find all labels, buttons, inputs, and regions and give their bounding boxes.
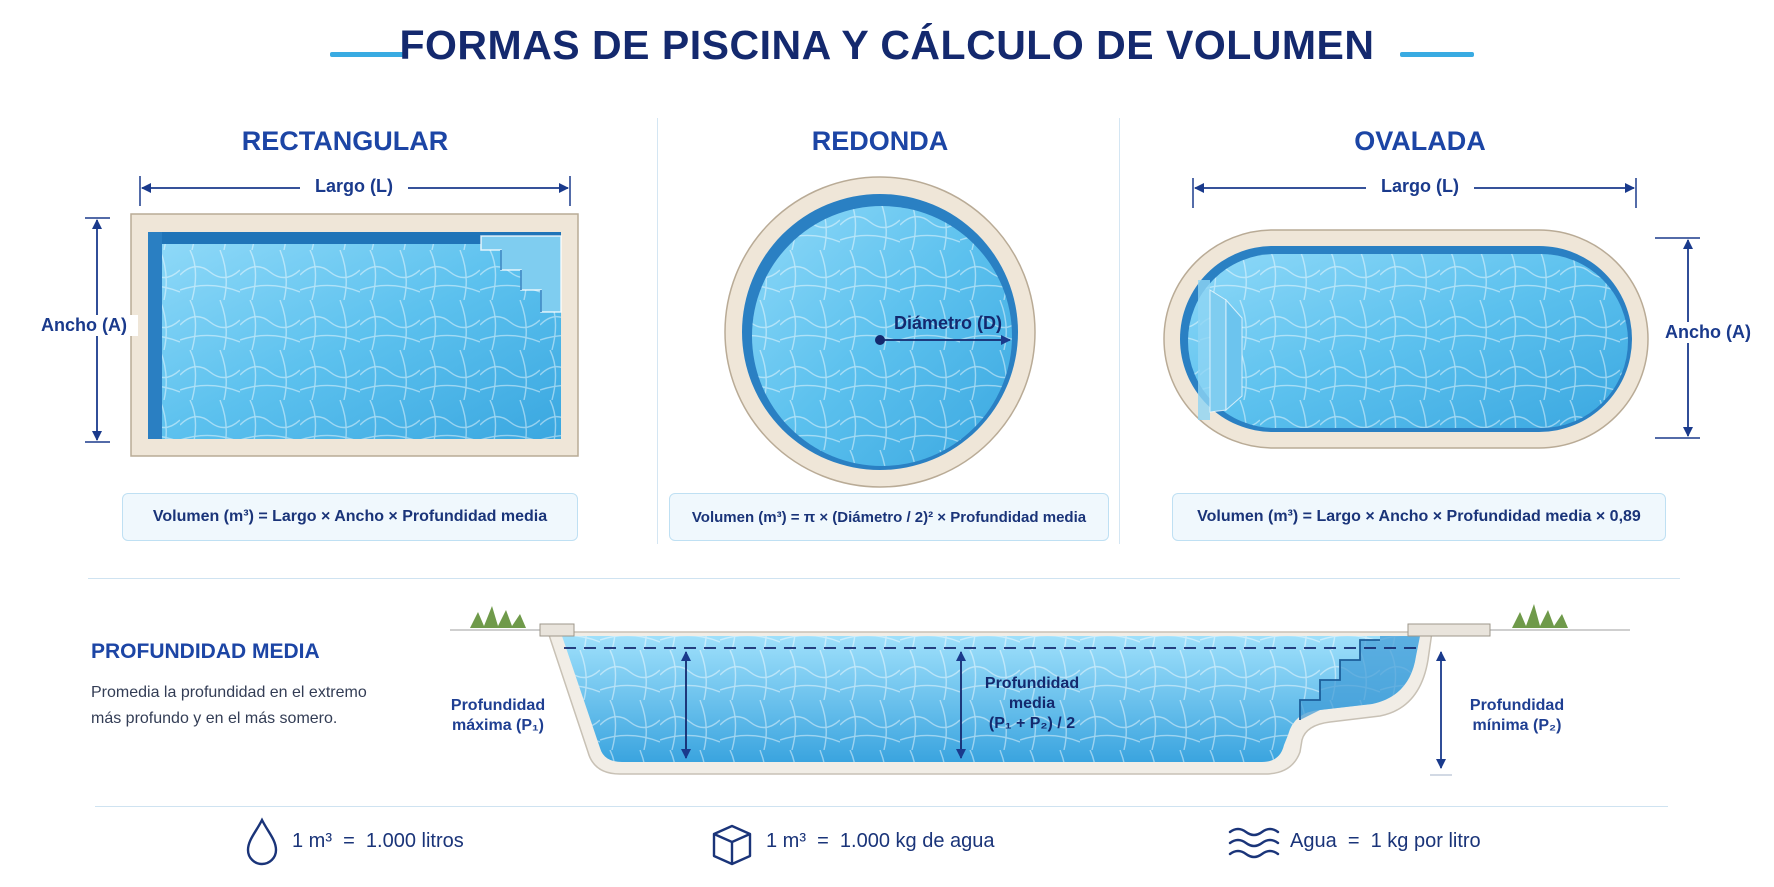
oval-title: OVALADA	[1354, 126, 1486, 156]
footer-item-density: Agua = 1 kg por litro	[1290, 830, 1481, 852]
waves-icon	[1228, 827, 1280, 859]
round-formula: Volumen (m³) = π × (Diámetro / 2)² × Pro…	[669, 493, 1109, 541]
divider-shapes-section	[88, 578, 1680, 579]
divider-section-footer	[95, 806, 1668, 807]
rect-width-label: Ancho (A)	[30, 315, 138, 336]
depth-section-title: PROFUNDIDAD MEDIA	[91, 640, 320, 663]
min-depth-label: Profundidad mínima (P₂)	[1452, 696, 1582, 736]
oval-pool	[1163, 229, 1649, 449]
min-depth-line-1: Profundidad	[1469, 697, 1565, 714]
max-depth-line-2: máxima (P₁)	[452, 717, 544, 734]
mean-depth-line-3: (P₁ + P₂) / 2	[988, 715, 1076, 732]
mean-depth-line-1: Profundidad	[984, 675, 1080, 692]
water-drop-icon	[246, 817, 278, 866]
rectangular-formula: Volumen (m³) = Largo × Ancho × Profundid…	[122, 493, 578, 541]
max-depth-label: Profundidad máxima (P₁)	[438, 696, 558, 736]
page-title: FORMAS DE PISCINA Y CÁLCULO DE VOLUMEN	[399, 22, 1375, 68]
rectangular-title: RECTANGULAR	[241, 126, 449, 156]
cube-icon	[712, 824, 752, 866]
rect-length-label: Largo (L)	[300, 176, 408, 197]
footer-item-liters: 1 m³ = 1.000 litros	[292, 830, 464, 852]
mean-depth-line-2: media	[1008, 695, 1056, 712]
round-title: REDONDA	[811, 126, 949, 156]
title-rule-left	[330, 52, 404, 57]
depth-section-description: Promedia la profundidad en el extremo má…	[91, 680, 367, 732]
oval-formula: Volumen (m³) = Largo × Ancho × Profundid…	[1172, 493, 1666, 541]
oval-length-label: Largo (L)	[1366, 176, 1474, 197]
mean-depth-label: Profundidad media (P₁ + P₂) / 2	[970, 674, 1094, 734]
depth-description-line-1: Promedia la profundidad en el extremo	[91, 684, 367, 701]
footer-item-kg: 1 m³ = 1.000 kg de agua	[766, 830, 995, 852]
oval-width-label: Ancho (A)	[1654, 322, 1762, 343]
rectangular-pool	[130, 213, 579, 457]
max-depth-line-1: Profundidad	[450, 697, 546, 714]
title-rule-right	[1400, 52, 1474, 57]
pool-cross-section	[450, 604, 1630, 775]
min-depth-line-2: mínima (P₂)	[1472, 717, 1562, 734]
divider-rect-round	[657, 118, 658, 544]
round-diameter-label: Diámetro (D)	[894, 313, 1003, 333]
depth-description-line-2: más profundo y en el más somero.	[91, 710, 338, 727]
divider-round-oval	[1119, 118, 1120, 544]
